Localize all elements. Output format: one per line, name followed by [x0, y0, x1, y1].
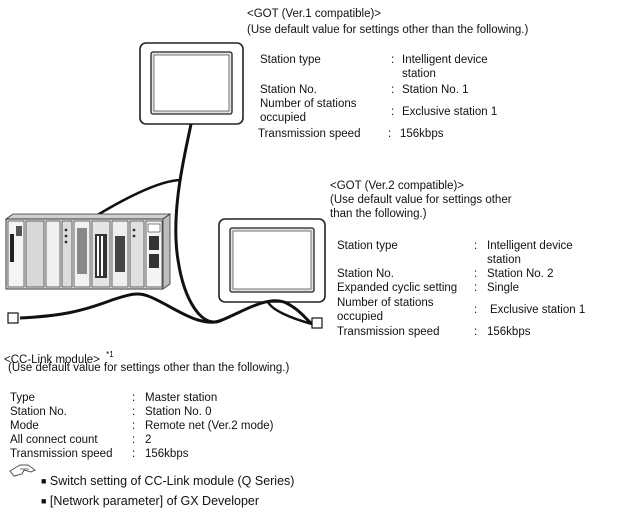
- cclink-label-mode: Mode: [10, 420, 39, 432]
- got1-label-speed: Transmission speed: [258, 128, 361, 140]
- got2-value-station-type-2: station: [487, 254, 521, 266]
- got1-value-station-type: Intelligent device: [402, 54, 488, 66]
- cclink-label-connect-count: All connect count: [10, 434, 98, 446]
- got2-value-stations: Exclusive station 1: [490, 304, 586, 316]
- got1-colon: :: [391, 54, 395, 66]
- got1-value-speed: 156kbps: [400, 128, 444, 140]
- terminator-right: [311, 317, 323, 329]
- got1-note: (Use default value for settings other th…: [247, 24, 529, 36]
- got2-value-expanded: Single: [487, 282, 519, 294]
- got2-label-station-type: Station type: [337, 240, 398, 252]
- got2-colon: :: [474, 268, 478, 280]
- got2-label-stations-2: occupied: [337, 311, 384, 323]
- cclink-label-speed: Transmission speed: [10, 448, 113, 460]
- cclink-label-station-no: Station No.: [10, 406, 67, 418]
- bullet-square-icon: ■: [41, 476, 47, 486]
- plc-rack: [4, 213, 172, 290]
- cclink-label-type: Type: [10, 392, 35, 404]
- reference-item[interactable]: ■ Switch setting of CC-Link module (Q Se…: [41, 474, 294, 489]
- got2-note-line-2: than the following.): [330, 208, 427, 220]
- got2-colon: :: [474, 326, 478, 338]
- got2-label-station-no: Station No.: [337, 268, 394, 280]
- got1-colon: :: [388, 128, 392, 140]
- cclink-value-station-no: Station No. 0: [145, 406, 212, 418]
- got1-colon: :: [391, 84, 395, 96]
- got2-device: [218, 218, 326, 303]
- cclink-colon: :: [132, 406, 136, 418]
- got2-label-stations: Number of stations: [337, 297, 434, 309]
- reference-item-text: Switch setting of CC-Link module (Q Seri…: [49, 474, 295, 488]
- got2-value-station-no: Station No. 2: [487, 268, 554, 280]
- got2-value-station-type: Intelligent device: [487, 240, 573, 252]
- got2-colon: :: [474, 282, 478, 294]
- got2-heading: <GOT (Ver.2 compatible)>: [330, 180, 465, 192]
- got2-colon: :: [474, 240, 478, 252]
- cclink-heading: <CC-Link module> *1: [4, 348, 114, 367]
- cclink-footnote: *1: [106, 350, 114, 359]
- got1-heading: <GOT (Ver.1 compatible)>: [247, 8, 382, 20]
- got1-colon: :: [391, 106, 395, 118]
- cclink-colon: :: [132, 434, 136, 446]
- cclink-value-connect-count: 2: [145, 434, 152, 446]
- got1-label-stations: Number of stations: [260, 98, 357, 110]
- got1-label-station-type: Station type: [260, 54, 321, 66]
- got2-note-line-1: (Use default value for settings other: [330, 194, 512, 206]
- got2-label-expanded: Expanded cyclic setting: [337, 282, 458, 294]
- cclink-colon: :: [132, 392, 136, 404]
- cclink-colon: :: [132, 420, 136, 432]
- reference-item-text: [Network parameter] of GX Developer: [49, 494, 260, 508]
- got1-label-stations-2: occupied: [260, 112, 307, 124]
- got2-colon: :: [474, 304, 478, 316]
- got1-label-station-no: Station No.: [260, 84, 317, 96]
- cclink-note: (Use default value for settings other th…: [8, 362, 290, 374]
- cclink-heading-text: <CC-Link module>: [4, 354, 100, 366]
- got1-value-stations: Exclusive station 1: [402, 106, 498, 118]
- cclink-value-speed: 156kbps: [145, 448, 189, 460]
- reference-item[interactable]: ■ [Network parameter] of GX Developer: [41, 494, 259, 509]
- got2-label-speed: Transmission speed: [337, 326, 440, 338]
- reference-hand-icon: [9, 464, 36, 477]
- bullet-square-icon: ■: [41, 496, 47, 506]
- cclink-colon: :: [132, 448, 136, 460]
- got2-value-speed: 156kbps: [487, 326, 531, 338]
- cable-got2: [266, 301, 313, 326]
- got1-value-station-no: Station No. 1: [402, 84, 469, 96]
- got1-device: [139, 42, 244, 125]
- cclink-value-mode: Remote net (Ver.2 mode): [145, 420, 274, 432]
- terminator-left: [7, 312, 19, 324]
- got1-value-station-type-2: station: [402, 68, 436, 80]
- cable-plc: [19, 292, 223, 324]
- cclink-value-type: Master station: [145, 392, 218, 404]
